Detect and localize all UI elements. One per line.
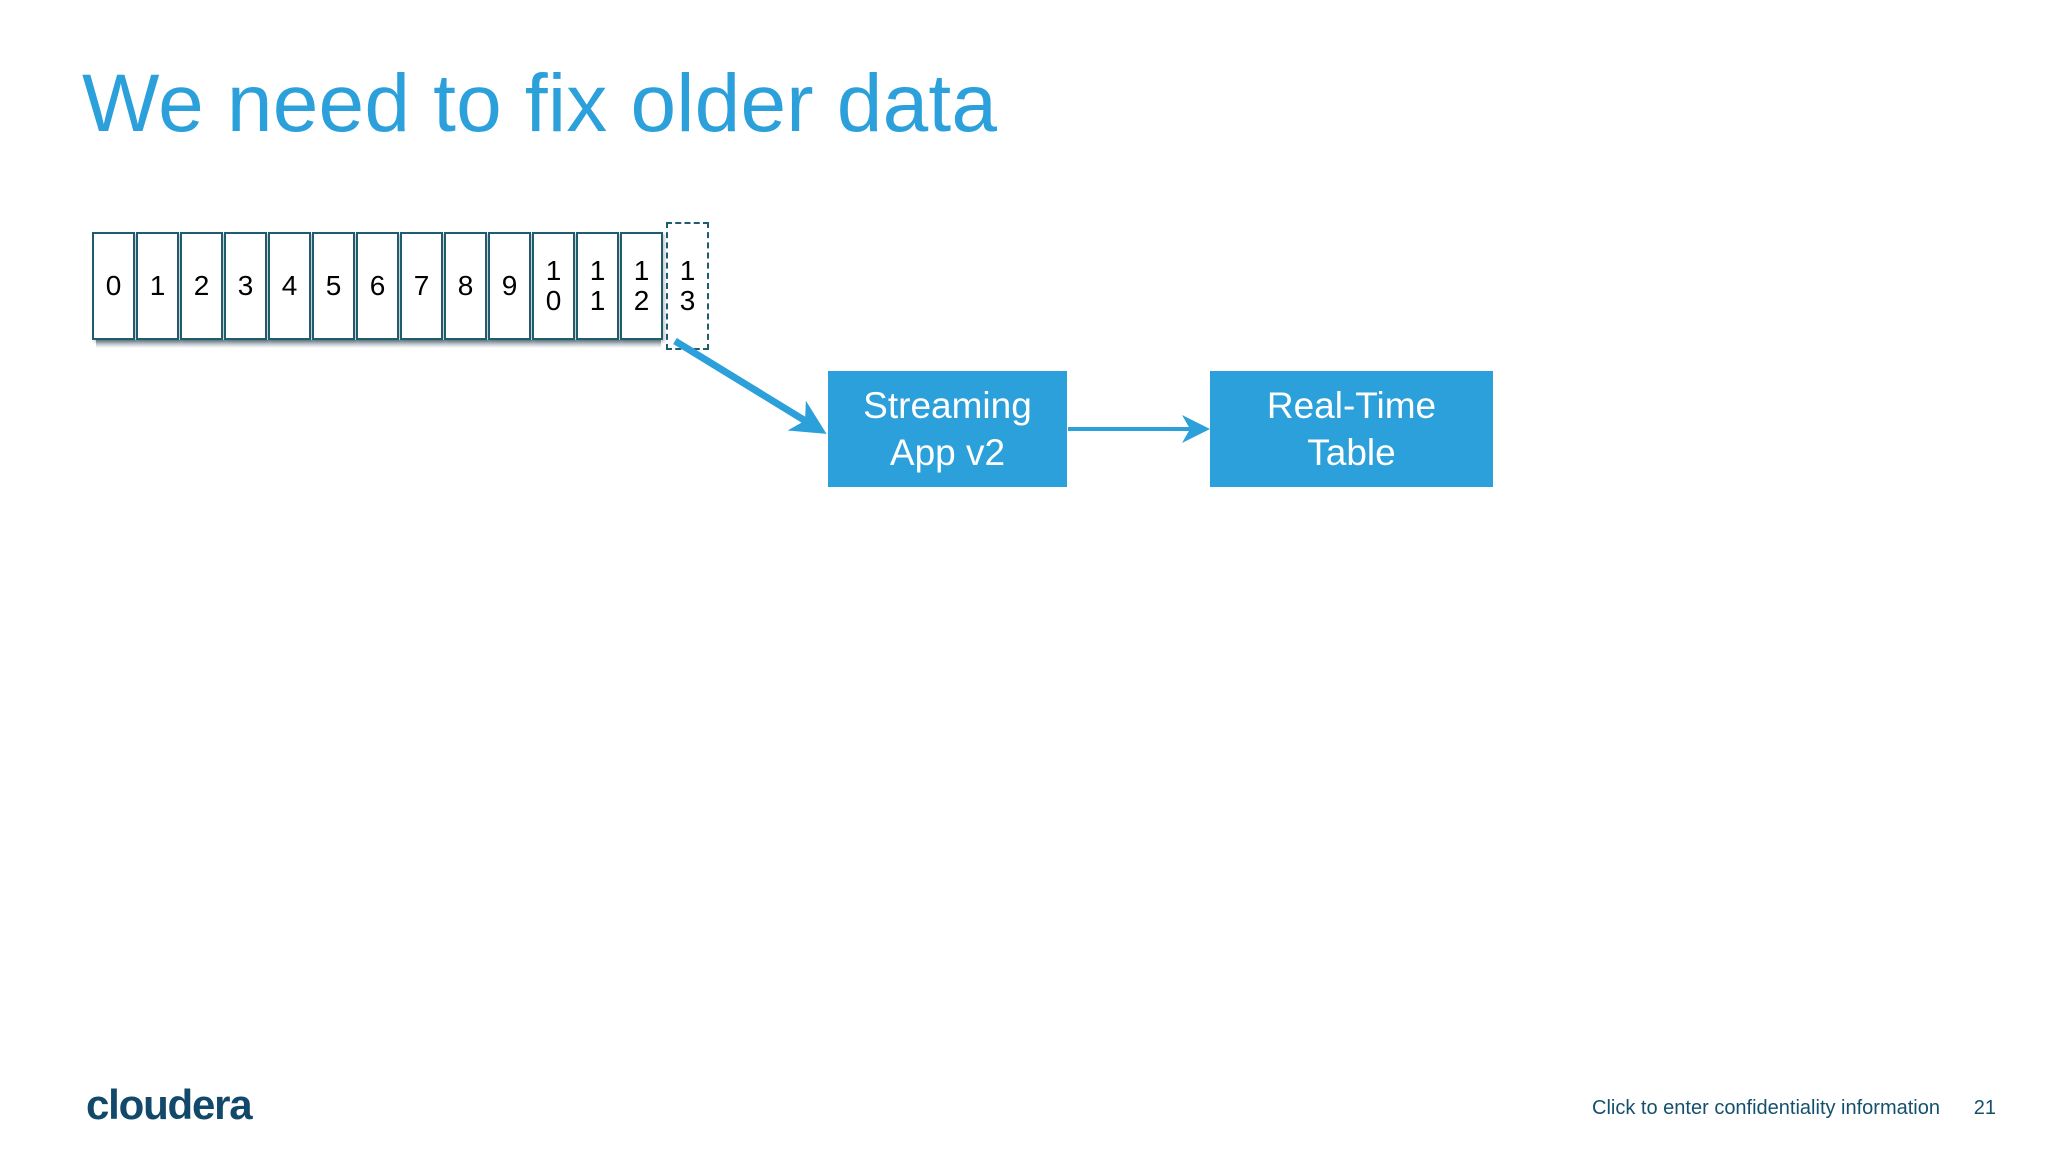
- partition-cell: 2: [180, 232, 223, 340]
- partition-cell-digit: 9: [501, 270, 518, 301]
- page-title: We need to fix older data: [82, 58, 998, 149]
- real-time-table-line-1: Real-Time: [1266, 385, 1437, 426]
- partition-cell-digit: 1: [545, 255, 562, 286]
- streaming-app-line-2: App v2: [889, 432, 1006, 473]
- partition-cell-digit: 5: [325, 270, 342, 301]
- confidentiality-note[interactable]: Click to enter confidentiality informati…: [1592, 1097, 1940, 1119]
- partition-cell-digit: 2: [633, 285, 650, 316]
- partition-cell: 1: [136, 232, 179, 340]
- streaming-app-line-1: Streaming: [863, 385, 1032, 426]
- partition-cell: 5: [312, 232, 355, 340]
- real-time-table-box[interactable]: Real-Time Table: [1210, 371, 1493, 487]
- partition-cell-digit: 8: [457, 270, 474, 301]
- partition-cell-digit: 0: [545, 285, 562, 316]
- arrow-partition-to-app: [673, 338, 827, 434]
- partition-cell: 6: [356, 232, 399, 340]
- partition-cell: 0: [92, 232, 135, 340]
- partition-cell-digit: 1: [589, 285, 606, 316]
- real-time-table-line-2: Table: [1307, 432, 1396, 473]
- pending-partition-cell-digit: 1: [679, 255, 696, 286]
- partition-cell: 3: [224, 232, 267, 340]
- partition-cell-digit: 1: [589, 255, 606, 286]
- partition-cell: 8: [444, 232, 487, 340]
- partition-cell-digit: 6: [369, 270, 386, 301]
- partition-cell-digit: 7: [413, 270, 430, 301]
- partition-cell-digit: 2: [193, 270, 210, 301]
- partition-cell-digit: 1: [149, 270, 166, 301]
- partition-cell: 4: [268, 232, 311, 340]
- partition-cell-digit: 0: [105, 270, 122, 301]
- cloudera-logo: cloudera: [86, 1081, 253, 1128]
- partition-cell-digit: 3: [237, 270, 254, 301]
- page-number: 21: [1973, 1097, 1996, 1119]
- partition-cell: 7: [400, 232, 443, 340]
- partition-cell-digit: 1: [633, 255, 650, 286]
- strip-shadow: [96, 340, 661, 348]
- pending-partition-cell-digit: 3: [679, 285, 696, 316]
- streaming-app-box[interactable]: Streaming App v2: [828, 371, 1067, 487]
- partition-cell-digit: 4: [281, 270, 298, 301]
- partition-cell: 9: [488, 232, 531, 340]
